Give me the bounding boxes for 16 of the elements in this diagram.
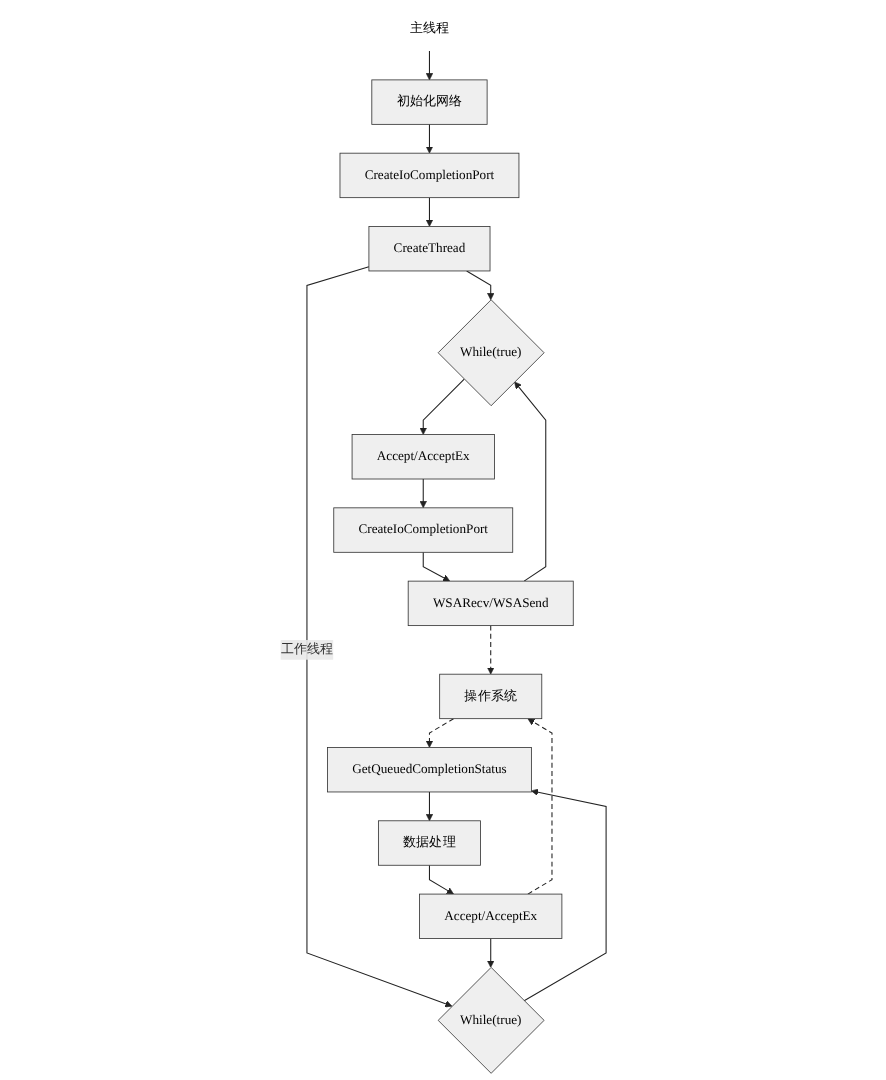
arrow: [425, 123, 433, 154]
arrow: [425, 791, 433, 822]
arrow: [513, 381, 546, 582]
arrow: [527, 718, 553, 895]
arrow: [428, 864, 454, 895]
arrow: [523, 788, 607, 1002]
arrow: [486, 938, 494, 968]
arrow: [425, 718, 454, 748]
arrow: [425, 197, 433, 227]
arrow: [419, 378, 465, 435]
arrow: [419, 478, 427, 509]
arrow: [425, 50, 433, 81]
arrow: [422, 551, 450, 582]
arrow: [465, 270, 494, 301]
arrow: [306, 266, 452, 1008]
arrow: [486, 625, 494, 675]
